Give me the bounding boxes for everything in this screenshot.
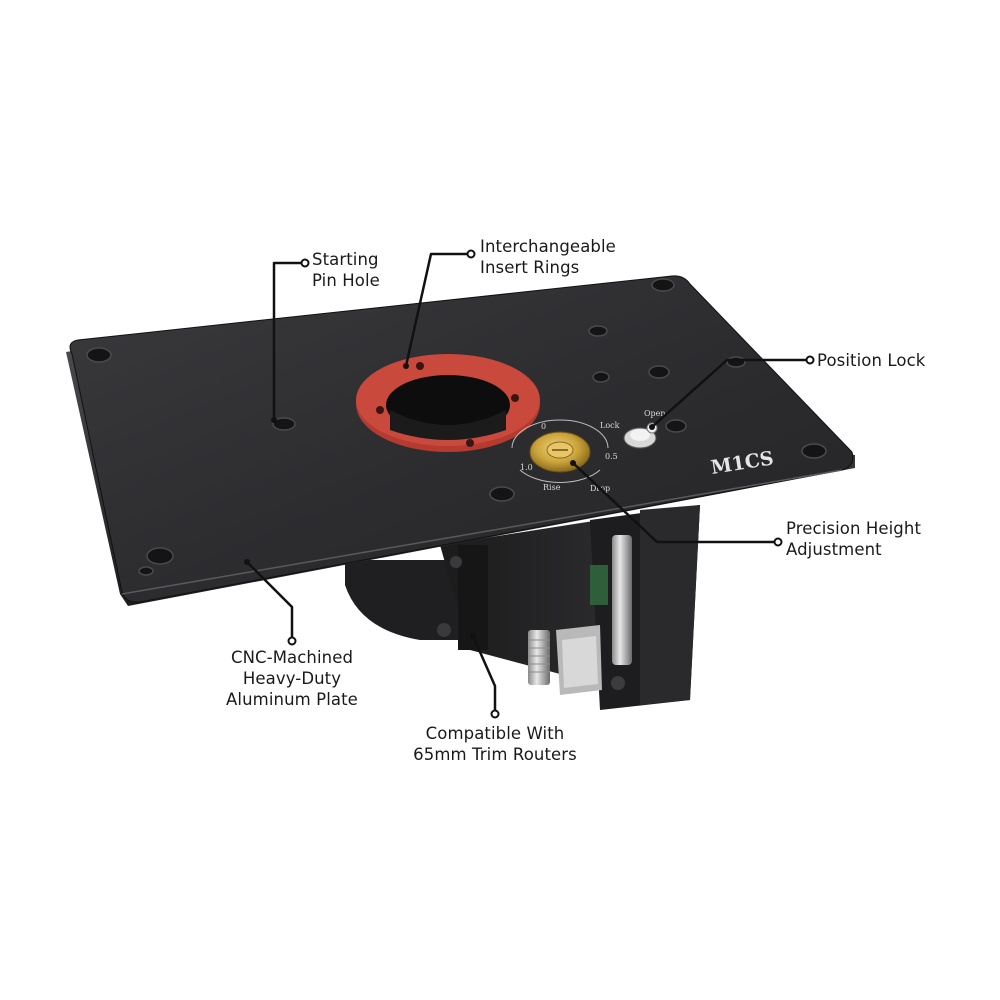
callout-insert-rings-line1: Interchangeable	[480, 237, 616, 256]
callout-starting-pin-hole-line2: Pin Hole	[312, 271, 380, 290]
callout-leaders	[246, 252, 810, 714]
callout-trim-routers-line1: Compatible With	[425, 724, 565, 743]
position-lock-knob	[623, 422, 658, 449]
leader-insert-rings	[404, 252, 471, 367]
dial-one: 1.0	[520, 463, 533, 472]
leader-end-dots	[244, 363, 655, 639]
leader-starting-pin-hole	[272, 261, 305, 420]
dial-half: 0.5	[605, 452, 618, 461]
leader-height-adjustment	[572, 462, 778, 544]
callout-insert-rings-line2: Insert Rings	[480, 258, 580, 277]
callout-height-adjustment: Precision Height Adjustment	[786, 518, 921, 560]
dial-rise: Rise	[543, 483, 561, 492]
callout-position-lock-line1: Position Lock	[817, 351, 926, 370]
open-label: Open	[644, 409, 666, 418]
leader-trim-routers	[471, 635, 497, 714]
callout-starting-pin-hole-line1: Starting	[312, 250, 379, 269]
leader-aluminum-plate	[246, 561, 294, 641]
leader-position-lock	[651, 358, 810, 428]
callout-insert-rings: Interchangeable Insert Rings	[480, 236, 616, 278]
callout-aluminum-plate-line2: Heavy-Duty	[242, 669, 342, 688]
callout-trim-routers-line2: 65mm Trim Routers	[413, 745, 577, 764]
callout-aluminum-plate-line3: Aluminum Plate	[226, 690, 358, 709]
callout-starting-pin-hole: Starting Pin Hole	[312, 249, 380, 291]
leader-dots	[287, 249, 815, 719]
dial-zero: 0	[541, 422, 546, 431]
insert-ring	[356, 354, 540, 452]
callout-height-adjustment-line1: Precision Height	[786, 519, 922, 538]
callout-trim-routers: Compatible With 65mm Trim Routers	[395, 723, 595, 765]
callout-aluminum-plate-line1: CNC-Machined	[230, 648, 354, 667]
mounting-holes	[86, 278, 827, 576]
callout-aluminum-plate: CNC-Machined Heavy-Duty Aluminum Plate	[202, 647, 382, 710]
lock-label: Lock	[600, 421, 620, 430]
callout-height-adjustment-line2: Adjustment	[786, 540, 882, 559]
router-base	[345, 505, 700, 710]
callout-position-lock: Position Lock	[817, 350, 925, 371]
starting-pin-hole	[272, 417, 296, 431]
